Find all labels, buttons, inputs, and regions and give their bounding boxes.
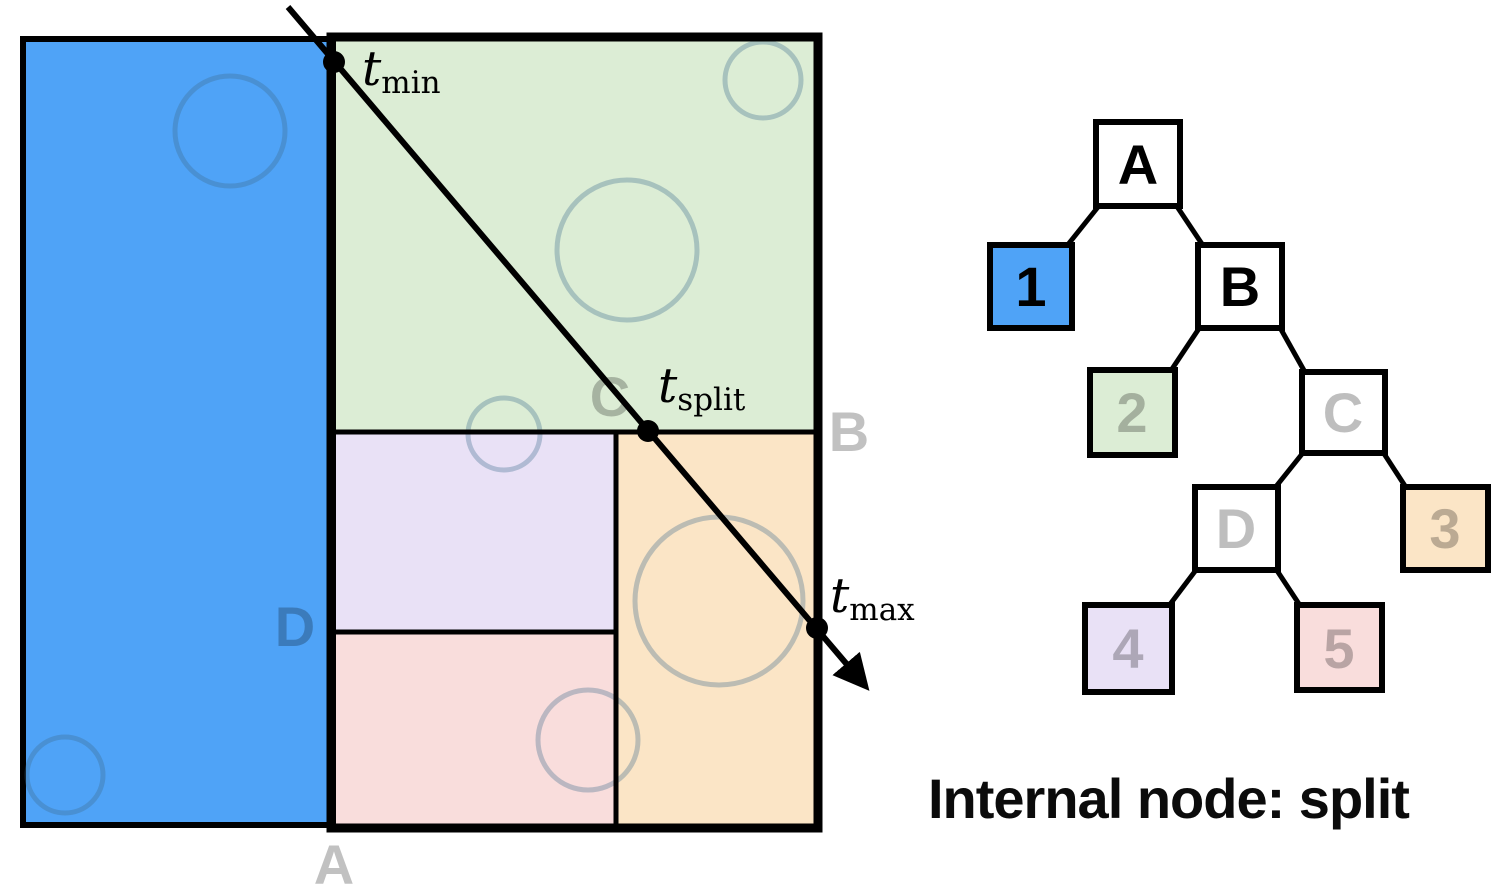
tree-edge-a-1 [1064,200,1104,249]
tree-node-A-label: A [1118,133,1158,196]
tree-node-5-label: 5 [1323,617,1354,680]
ray-point-tmin [323,51,345,73]
scene-object-circle [554,177,700,323]
tree-node-2-label: 2 [1116,381,1147,444]
region-label-b: B [829,400,869,463]
tree-node-5-box [1294,602,1385,693]
scene-object-circle [24,734,106,816]
tree-node-D-label: D [1216,497,1256,560]
label-tmax: tmax [830,568,915,628]
scene-object-circle [722,39,804,121]
region-label-c: C [590,365,630,428]
tree-node-D-box [1192,484,1281,573]
tree-node-A-box [1093,119,1183,209]
region-leaf-1 [20,36,338,828]
region-leaf-4 [336,432,616,632]
tree-edge-a-b [1171,200,1207,249]
caption: Internal node: split [928,767,1409,830]
tree-edge-b-2 [1167,322,1205,374]
tree-node-B-label: B [1220,255,1260,318]
ray-point-tmax [806,617,828,639]
tree-diagram: A 1 B 2 C D 3 4 5 [987,119,1491,695]
tree-node-4-box [1082,602,1175,695]
tree-node-4-label: 4 [1112,617,1143,680]
region-label-a: A [314,833,354,887]
tree-node-1-label: 1 [1015,255,1046,318]
region-leaf-5 [336,632,616,824]
tree-node-3-box [1400,484,1491,573]
region-leaf-3 [616,432,814,824]
tree-node-1-box [987,242,1075,331]
spatial-subdivision-diagram: C B D A tmin tsplit tmax [20,5,915,887]
tree-node-B-box [1195,242,1285,331]
tree-node-C-box [1299,369,1388,456]
bounding-box [326,32,823,833]
tree-node-3-label: 3 [1429,497,1460,560]
ray-line [285,5,870,691]
label-tsplit: tsplit [658,358,746,418]
tree-node-2-box [1087,367,1178,458]
region-leaf-2 [336,40,814,432]
ray-point-tsplit [637,420,659,442]
tree-edge-b-c [1275,322,1309,376]
region-label-d: D [275,595,315,658]
scene-object-circle [535,687,641,793]
label-tmin: tmin [362,41,441,101]
tree-node-C-label: C [1323,381,1363,444]
scene-object-circle [172,73,288,189]
